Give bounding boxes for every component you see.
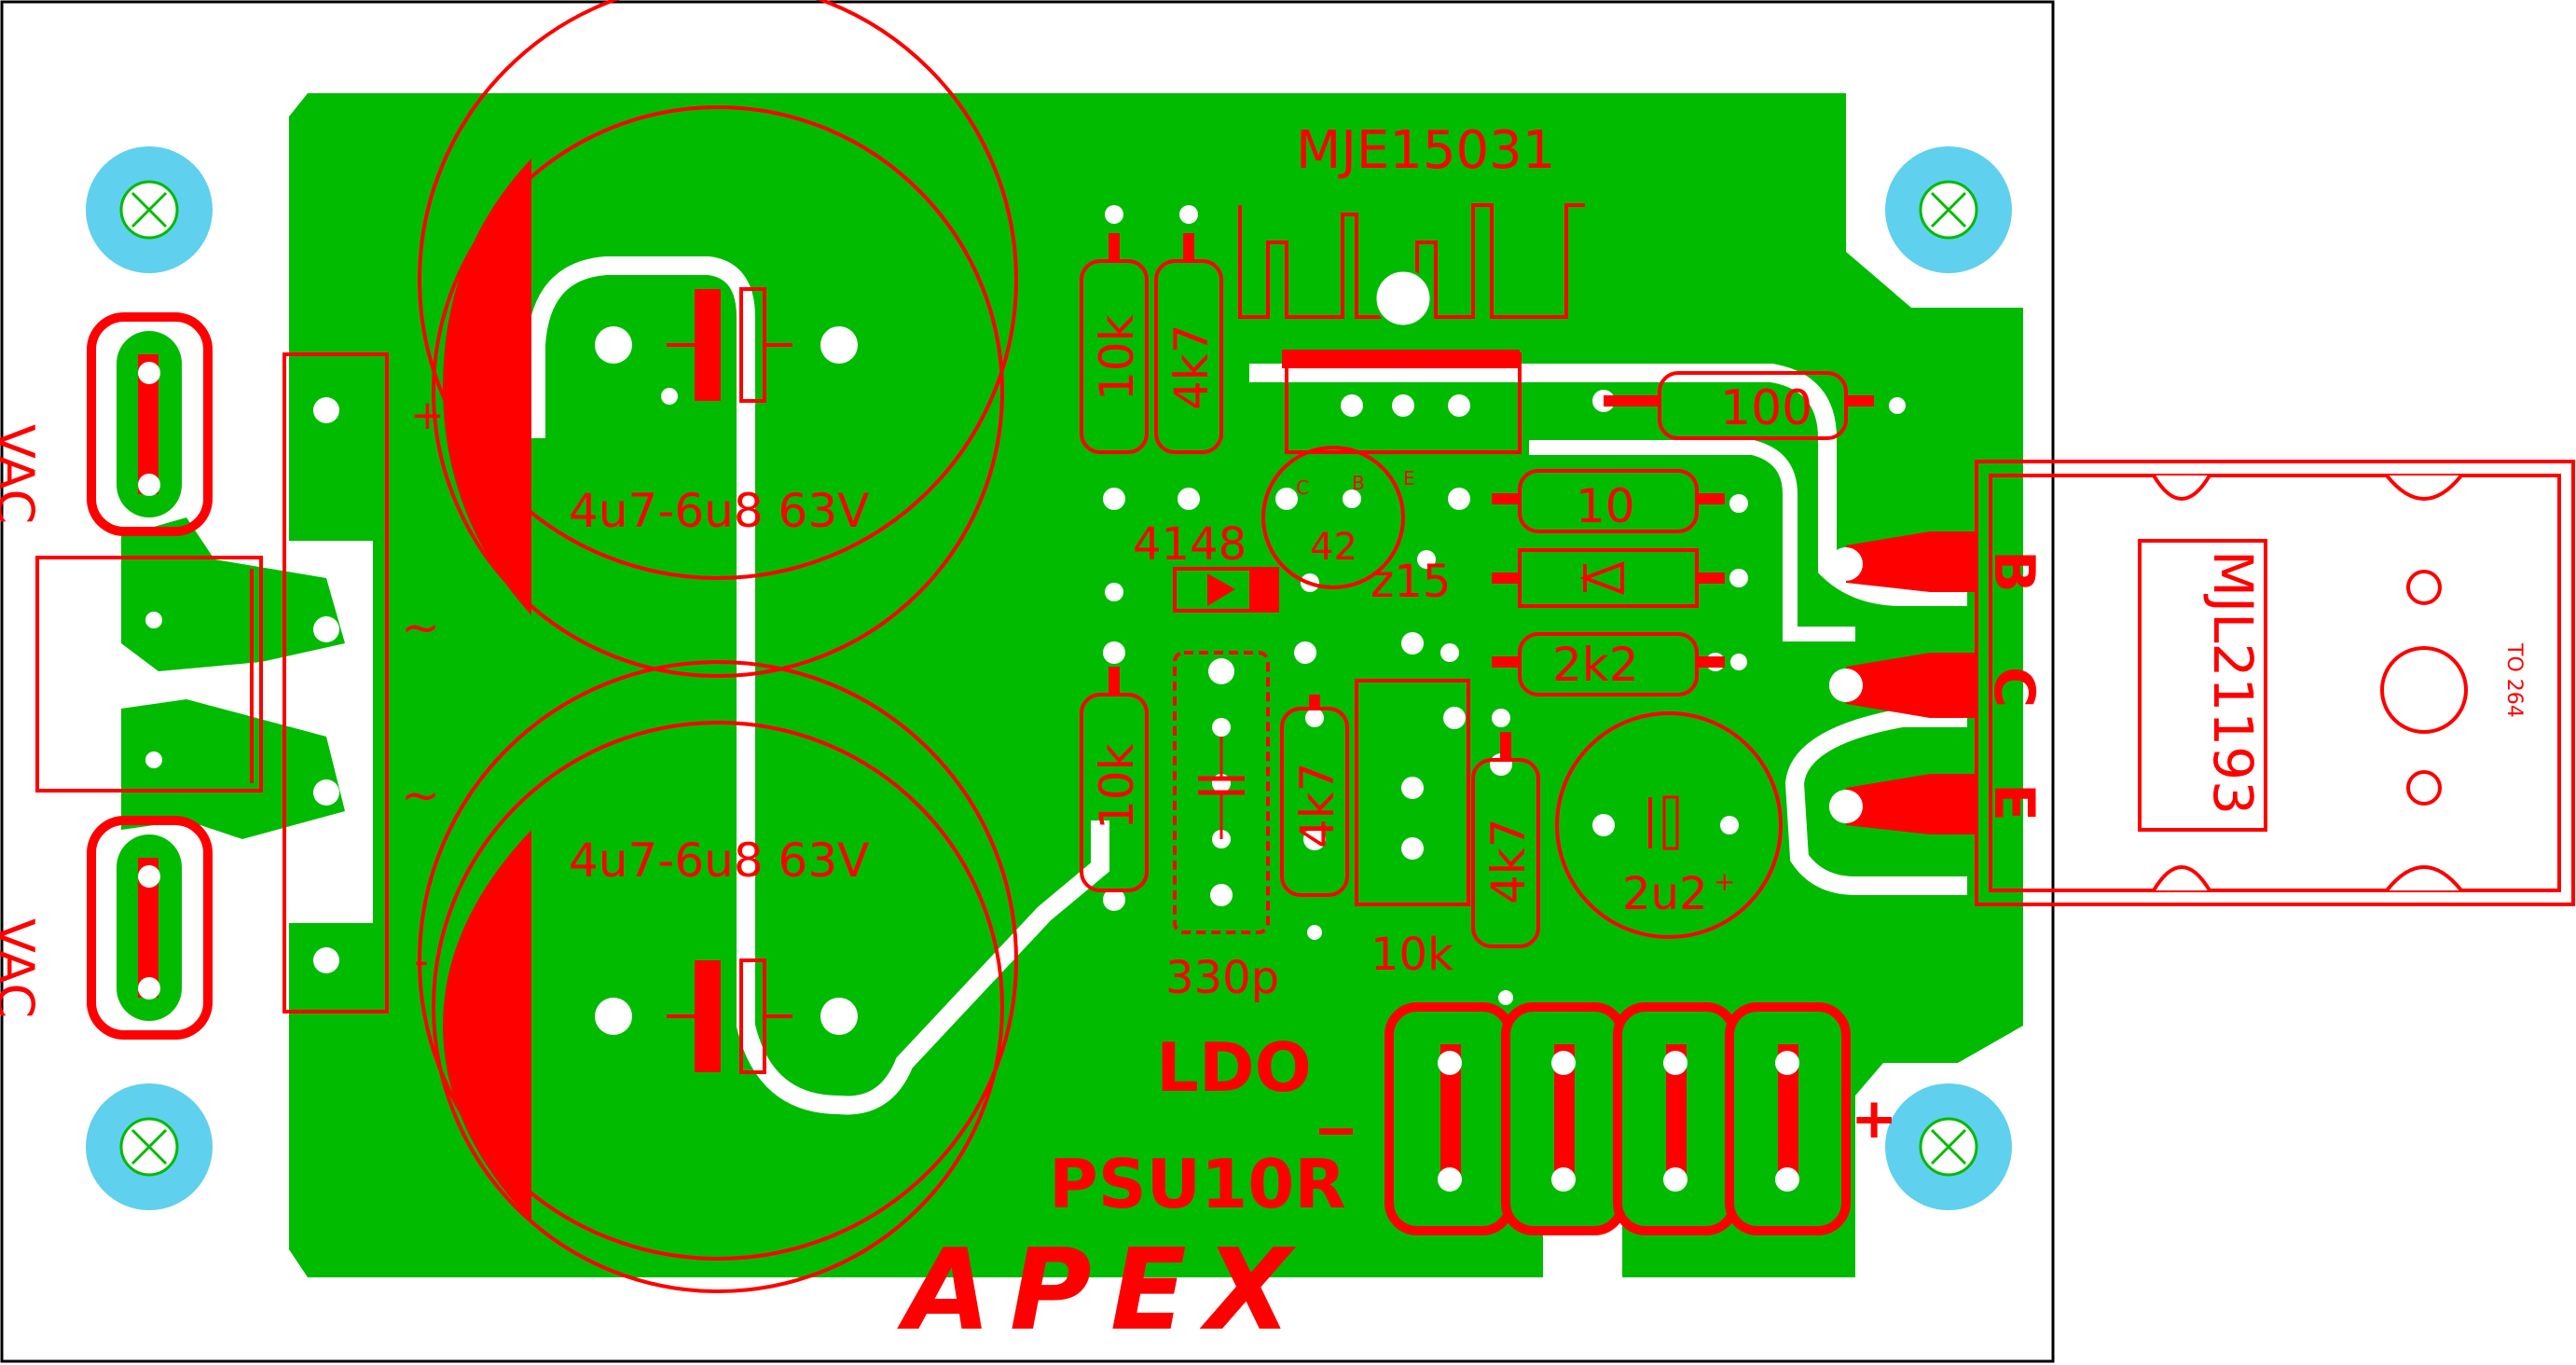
mjl21193-pads [1829,547,1863,823]
output-connector-1 [1384,1002,1515,1235]
label-res-10: 10 [1576,479,1635,533]
cap-bottom-inner [432,721,1004,1293]
output-connector-4 [1725,1002,1851,1235]
label-res-10k-mid: 10k [1090,743,1144,830]
label-vac-bottom: VAC [0,918,45,1018]
diode-4148 [1173,567,1279,613]
trace-gap-mid [1529,440,1855,641]
label-bridge-plus: + [410,392,445,439]
copper-island-ac2 [121,699,345,839]
trimmer-10k-outline [1355,679,1470,906]
label-output-plus: + [1851,1086,1897,1151]
pads [145,205,1906,1035]
label-diode-4148: 4148 [1133,518,1247,571]
cap-bottom-plate-filled [695,960,721,1072]
cap-2u2-symbol [1648,795,1679,850]
label-cap-2u2-plus: + [1714,866,1735,897]
label-pin-b: B [1352,472,1365,494]
label-vac-top: VAC [0,424,45,524]
resistor-2k2 [1492,632,1725,696]
resistor-10k-mid [1080,667,1149,892]
label-title-ldo: LDO [1156,1028,1312,1107]
cap-2u2-outline [1555,711,1783,939]
copper-pour [289,93,2023,1277]
label-pin-big-b: B [1981,550,2046,593]
resistor-10 [1492,469,1725,533]
label-res-10k-top: 10k [1090,314,1144,401]
label-output-minus: _ [1319,1056,1353,1135]
mje15031-tab [1282,350,1520,368]
mjl21193-hole-top [2406,570,2442,605]
label-pin-c: C [1296,476,1309,499]
label-res-2k2: 2k2 [1552,638,1639,692]
output-connector-3 [1613,1002,1739,1235]
label-transistor-42: 42 [1310,526,1357,569]
mje15031-mount-hole [1373,269,1433,328]
label-bridge-ac2: ~ [401,768,440,822]
cap-bottom-outer [418,660,1018,1261]
resistor-4k7-right [1471,732,1540,948]
label-cap-top: 4u7-6u8 63V [569,484,869,538]
transistor-42-outline [1261,446,1405,589]
vac-connector-top [87,312,213,536]
mjl21193-mount-hole [2380,646,2468,734]
label-brand-apex: APEX [897,1226,1310,1356]
resistor-100 [1604,371,1874,440]
label-res-100: 100 [1720,380,1812,436]
vac-connector-bottom [87,816,213,1040]
label-zener: z15 [1371,556,1451,608]
mjl21193-hole-bottom [2406,770,2442,806]
cap-330p-symbol [1198,737,1245,839]
trace-gap-bottom [737,671,1109,1115]
label-res-4k7-mid: 4k7 [1290,762,1344,848]
mount-hole-tr [1885,146,2012,273]
cap-top-polarity [443,159,531,615]
zener-diode [1492,548,1725,608]
cap-bottom-polarity [443,830,531,1221]
label-res-4k7-right: 4k7 [1481,818,1536,904]
label-trimmer-10k: 10k [1371,929,1453,981]
trace-gap-right-bottom [1784,709,1967,895]
mjl21193-label-box [2138,539,2267,832]
label-cap-bottom: 4u7-6u8 63V [569,834,869,888]
cap-top-inner [432,105,1004,678]
cap-330p-outline [1173,651,1270,934]
label-mje15031: MJE15031 [1296,120,1555,181]
bridge-outline [282,352,389,1013]
resistor-10k-top [1080,233,1149,454]
mjl21193-outline [1975,460,2575,906]
mount-hole-br [1885,1083,2012,1210]
mjl21193-inner-outline [1989,474,2561,892]
label-res-4k7-top: 4k7 [1164,324,1219,410]
resistor-4k7-top [1154,233,1223,454]
cap-top-plate-filled [695,289,721,401]
mjl21193-leads [1846,531,1977,834]
mount-hole-bl [86,1083,213,1210]
output-connector-2 [1501,1002,1627,1235]
mjl21193-notches [2152,474,2463,892]
label-pin-big-e: E [1981,783,2046,821]
label-bridge-minus: - [414,937,429,985]
label-mjl21193: MJL21193 [2201,550,2265,815]
label-cap-2u2: 2u2 [1622,868,1708,920]
resistor-4k7-mid [1280,695,1349,897]
label-bridge-ac1: ~ [401,600,440,655]
label-title-psu: PSU10R [1049,1145,1346,1223]
label-pin-big-c: C [1981,667,2046,708]
label-pin-e: E [1403,467,1415,489]
label-package: TO 264 [2502,642,2526,718]
mount-hole-tl [86,146,213,273]
label-cap-330p: 330p [1165,952,1279,1004]
cap-top-outer [418,0,1018,580]
side-connector-outline [35,556,263,793]
